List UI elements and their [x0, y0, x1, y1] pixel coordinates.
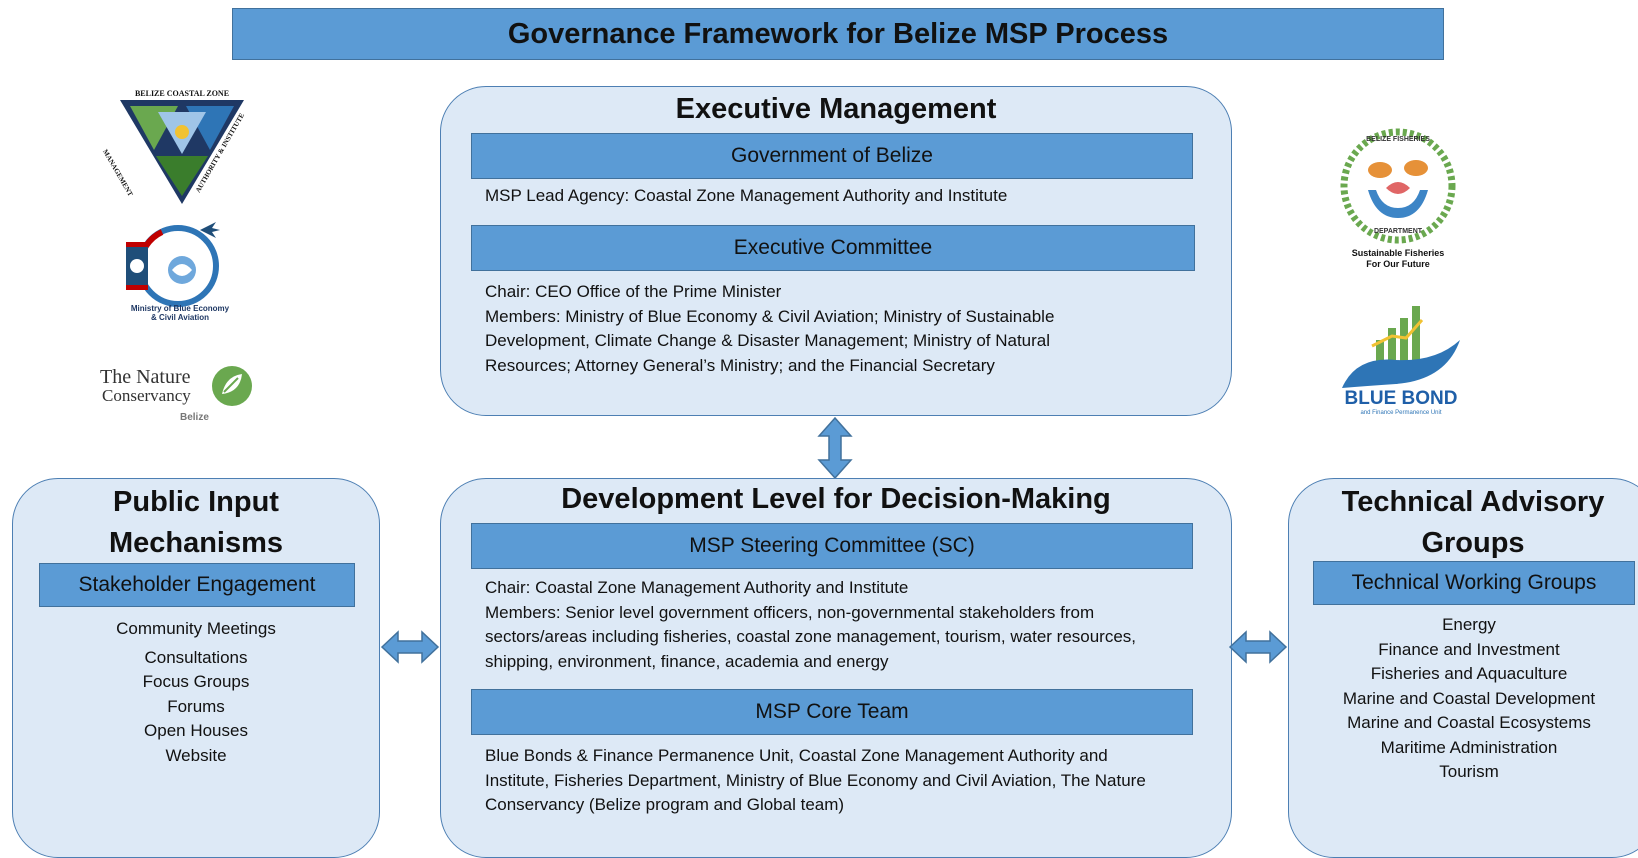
executive-committee-bar: Executive Committee	[471, 225, 1195, 271]
tnc-sub-text: Belize	[180, 412, 209, 423]
list-item: Energy	[1442, 615, 1496, 634]
technical-advisory-panel: Technical Advisory Groups Technical Work…	[1288, 478, 1638, 858]
executive-members-text: Members: Ministry of Blue Economy & Civi…	[485, 306, 1055, 375]
tnc-text-1: The Nature	[100, 366, 191, 388]
fisheries-tagline-2: For Our Future	[1366, 259, 1430, 269]
core-team-details: Blue Bonds & Finance Permanence Unit, Co…	[485, 746, 1146, 814]
list-item: Tourism	[1439, 762, 1499, 781]
list-item: Maritime Administration	[1380, 737, 1558, 757]
fisheries-top-text: BELIZE FISHERIES	[1366, 136, 1430, 143]
fisheries-bottom-text: DEPARTMENT	[1373, 228, 1423, 235]
technical-working-groups-bar: Technical Working Groups	[1313, 561, 1635, 605]
czmai-top-text: BELIZE COASTAL ZONE	[134, 89, 230, 98]
public-input-list: Community Meetings Consultations Focus G…	[13, 617, 379, 768]
technical-advisory-heading: Technical Advisory Groups	[1341, 486, 1605, 559]
list-item: Marine and Coastal Development	[1342, 688, 1596, 708]
public-input-panel: Public Input Mechanisms Stakeholder Enga…	[12, 478, 380, 858]
list-item: Community Meetings	[116, 619, 276, 638]
vertical-double-arrow	[817, 416, 853, 480]
blue-economy-logo: Ministry of Blue Economy & Civil Aviatio…	[116, 216, 244, 334]
steering-committee-details: Chair: Coastal Zone Management Authority…	[485, 576, 1175, 674]
left-horizontal-double-arrow	[380, 630, 440, 664]
fisheries-emblem-icon	[1340, 128, 1456, 244]
fisheries-logo: BELIZE FISHERIES DEPARTMENT Sustainable …	[1336, 128, 1460, 276]
steering-chair-text: Chair: Coastal Zone Management Authority…	[485, 578, 909, 597]
stakeholder-engagement-bar: Stakeholder Engagement	[39, 563, 355, 607]
tnc-text-2: Conservancy	[102, 386, 191, 405]
public-input-heading: Public Input Mechanisms	[108, 486, 284, 559]
blue-economy-emblem-icon	[126, 222, 220, 307]
core-team-bar: MSP Core Team	[471, 689, 1193, 735]
blue-bond-main-text: BLUE BOND	[1344, 388, 1458, 409]
blue-economy-text-2: & Civil Aviation	[150, 313, 210, 322]
fisheries-tagline-1: Sustainable Fisheries	[1351, 248, 1445, 258]
tnc-logo: The Nature Conservancy Belize	[100, 360, 260, 428]
list-item: Fisheries and Aquaculture	[1370, 664, 1568, 683]
blue-economy-text-1: Ministry of Blue Economy	[130, 304, 230, 313]
executive-management-panel: Executive Management Government of Beliz…	[440, 86, 1232, 416]
czmai-triangle-icon	[120, 100, 244, 204]
blue-bond-logo: BLUE BOND and Finance Permanence Unit	[1336, 300, 1466, 420]
government-of-belize-bar: Government of Belize	[471, 133, 1193, 179]
right-horizontal-double-arrow	[1228, 630, 1288, 664]
steering-members-text: Members: Senior level government officer…	[485, 602, 1137, 671]
steering-committee-bar: MSP Steering Committee (SC)	[471, 523, 1193, 569]
development-level-heading: Development Level for Decision-Making	[561, 483, 1111, 515]
executive-management-heading: Executive Management	[675, 93, 997, 125]
diagram-title: Governance Framework for Belize MSP Proc…	[232, 8, 1444, 60]
executive-committee-details: Chair: CEO Office of the Prime Minister …	[485, 280, 1125, 378]
list-item: Marine and Coastal Ecosystems	[1347, 713, 1591, 732]
czmai-logo: BELIZE COASTAL ZONE MANAGEMENT AUTHORITY…	[101, 89, 248, 208]
lead-agency-text: MSP Lead Agency: Coastal Zone Management…	[485, 186, 1008, 205]
list-item: Consultations	[144, 647, 248, 667]
tnc-leaf-icon	[212, 366, 252, 406]
list-item: Website	[165, 745, 227, 765]
list-item: Forums	[167, 696, 225, 716]
technical-groups-list: Energy Finance and Investment Fisheries …	[1289, 613, 1638, 785]
development-level-panel: Development Level for Decision-Making MS…	[440, 478, 1232, 858]
list-item: Finance and Investment	[1378, 639, 1560, 659]
executive-chair-text: Chair: CEO Office of the Prime Minister	[485, 282, 782, 301]
list-item: Open Houses	[144, 721, 248, 740]
list-item: Focus Groups	[142, 672, 250, 691]
blue-bond-sub-text: and Finance Permanence Unit	[1360, 410, 1442, 416]
blue-bond-chart-icon	[1342, 306, 1460, 388]
